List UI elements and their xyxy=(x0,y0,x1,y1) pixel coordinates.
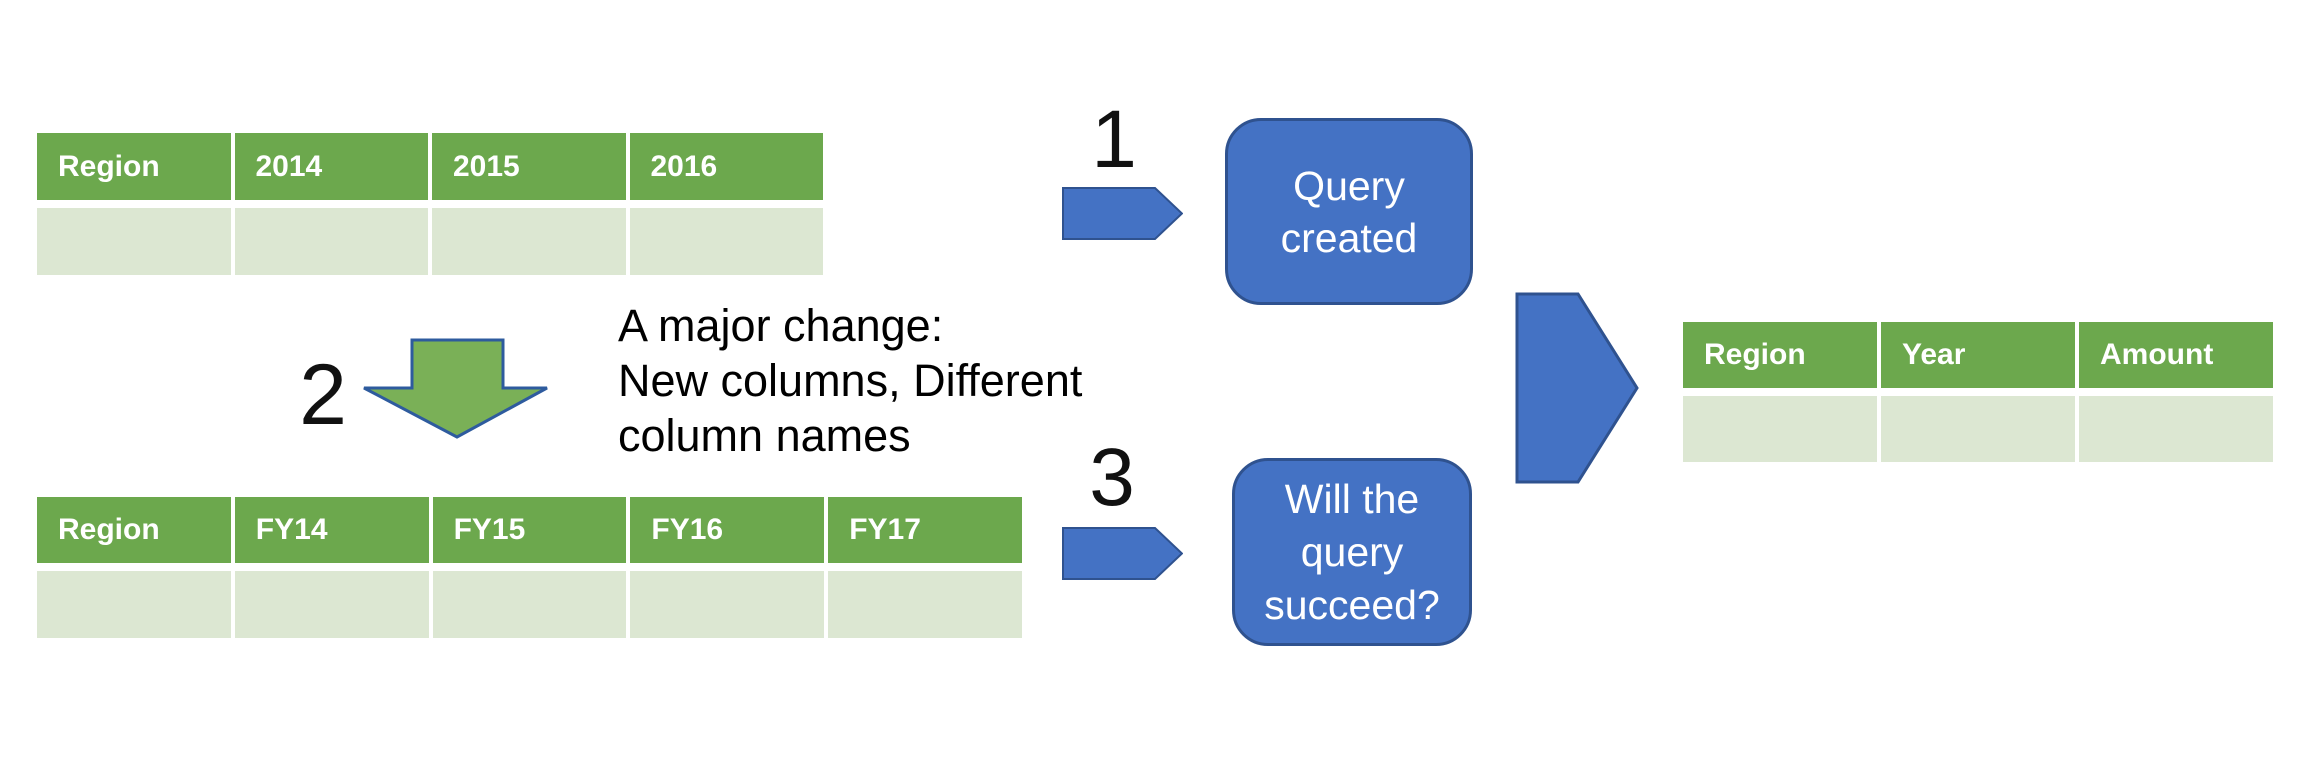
header-cell-year: Year xyxy=(1881,322,2075,388)
step3-arrow-right-icon xyxy=(1062,527,1183,580)
table-empty-row xyxy=(37,571,1022,638)
table-empty-row xyxy=(37,208,823,275)
table-header-row: Region Year Amount xyxy=(1683,322,2273,388)
empty-cell xyxy=(234,208,428,275)
empty-cell xyxy=(828,571,1022,638)
header-cell-fy15: FY15 xyxy=(432,497,627,563)
query-created-label: Query created xyxy=(1280,162,1418,261)
step2-number: 2 xyxy=(299,347,347,443)
header-cell-region: Region xyxy=(37,133,231,200)
query-succeed-label: Will the query succeed? xyxy=(1264,475,1440,628)
empty-cell xyxy=(630,571,825,638)
empty-cell xyxy=(37,571,231,638)
empty-cell xyxy=(432,571,627,638)
result-arrow-right-icon xyxy=(1515,292,1639,484)
header-cell-fy17: FY17 xyxy=(828,497,1022,563)
header-cell-region: Region xyxy=(1683,322,1877,388)
step2-arrow-down-icon xyxy=(363,338,548,439)
empty-cell xyxy=(37,208,231,275)
table-empty-row xyxy=(1683,396,2273,462)
step1-number: 1 xyxy=(1091,94,1137,185)
header-cell-2014: 2014 xyxy=(234,133,428,200)
query-succeed-box: Will the query succeed? xyxy=(1232,458,1472,646)
table-result: Region Year Amount xyxy=(1683,322,2273,462)
change-note-text: A major change: New columns, Different c… xyxy=(618,300,1083,461)
table-header-row: Region FY14 FY15 FY16 FY17 xyxy=(37,497,1022,563)
step1-arrow-right-icon xyxy=(1062,187,1183,240)
header-cell-region: Region xyxy=(37,497,231,563)
step3-number: 3 xyxy=(1089,432,1135,523)
header-cell-fy16: FY16 xyxy=(630,497,825,563)
table-header-row: Region 2014 2015 2016 xyxy=(37,133,823,200)
table-source-years: Region 2014 2015 2016 xyxy=(37,133,823,275)
query-created-box: Query created xyxy=(1225,118,1473,305)
header-cell-fy14: FY14 xyxy=(234,497,429,563)
empty-cell xyxy=(2079,396,2273,462)
empty-cell xyxy=(432,208,626,275)
empty-cell xyxy=(1683,396,1877,462)
empty-cell xyxy=(234,571,429,638)
header-cell-amount: Amount xyxy=(2079,322,2273,388)
table-source-fy: Region FY14 FY15 FY16 FY17 xyxy=(37,497,1022,638)
header-cell-2015: 2015 xyxy=(432,133,626,200)
empty-cell xyxy=(1881,396,2075,462)
empty-cell xyxy=(629,208,823,275)
header-cell-2016: 2016 xyxy=(629,133,823,200)
